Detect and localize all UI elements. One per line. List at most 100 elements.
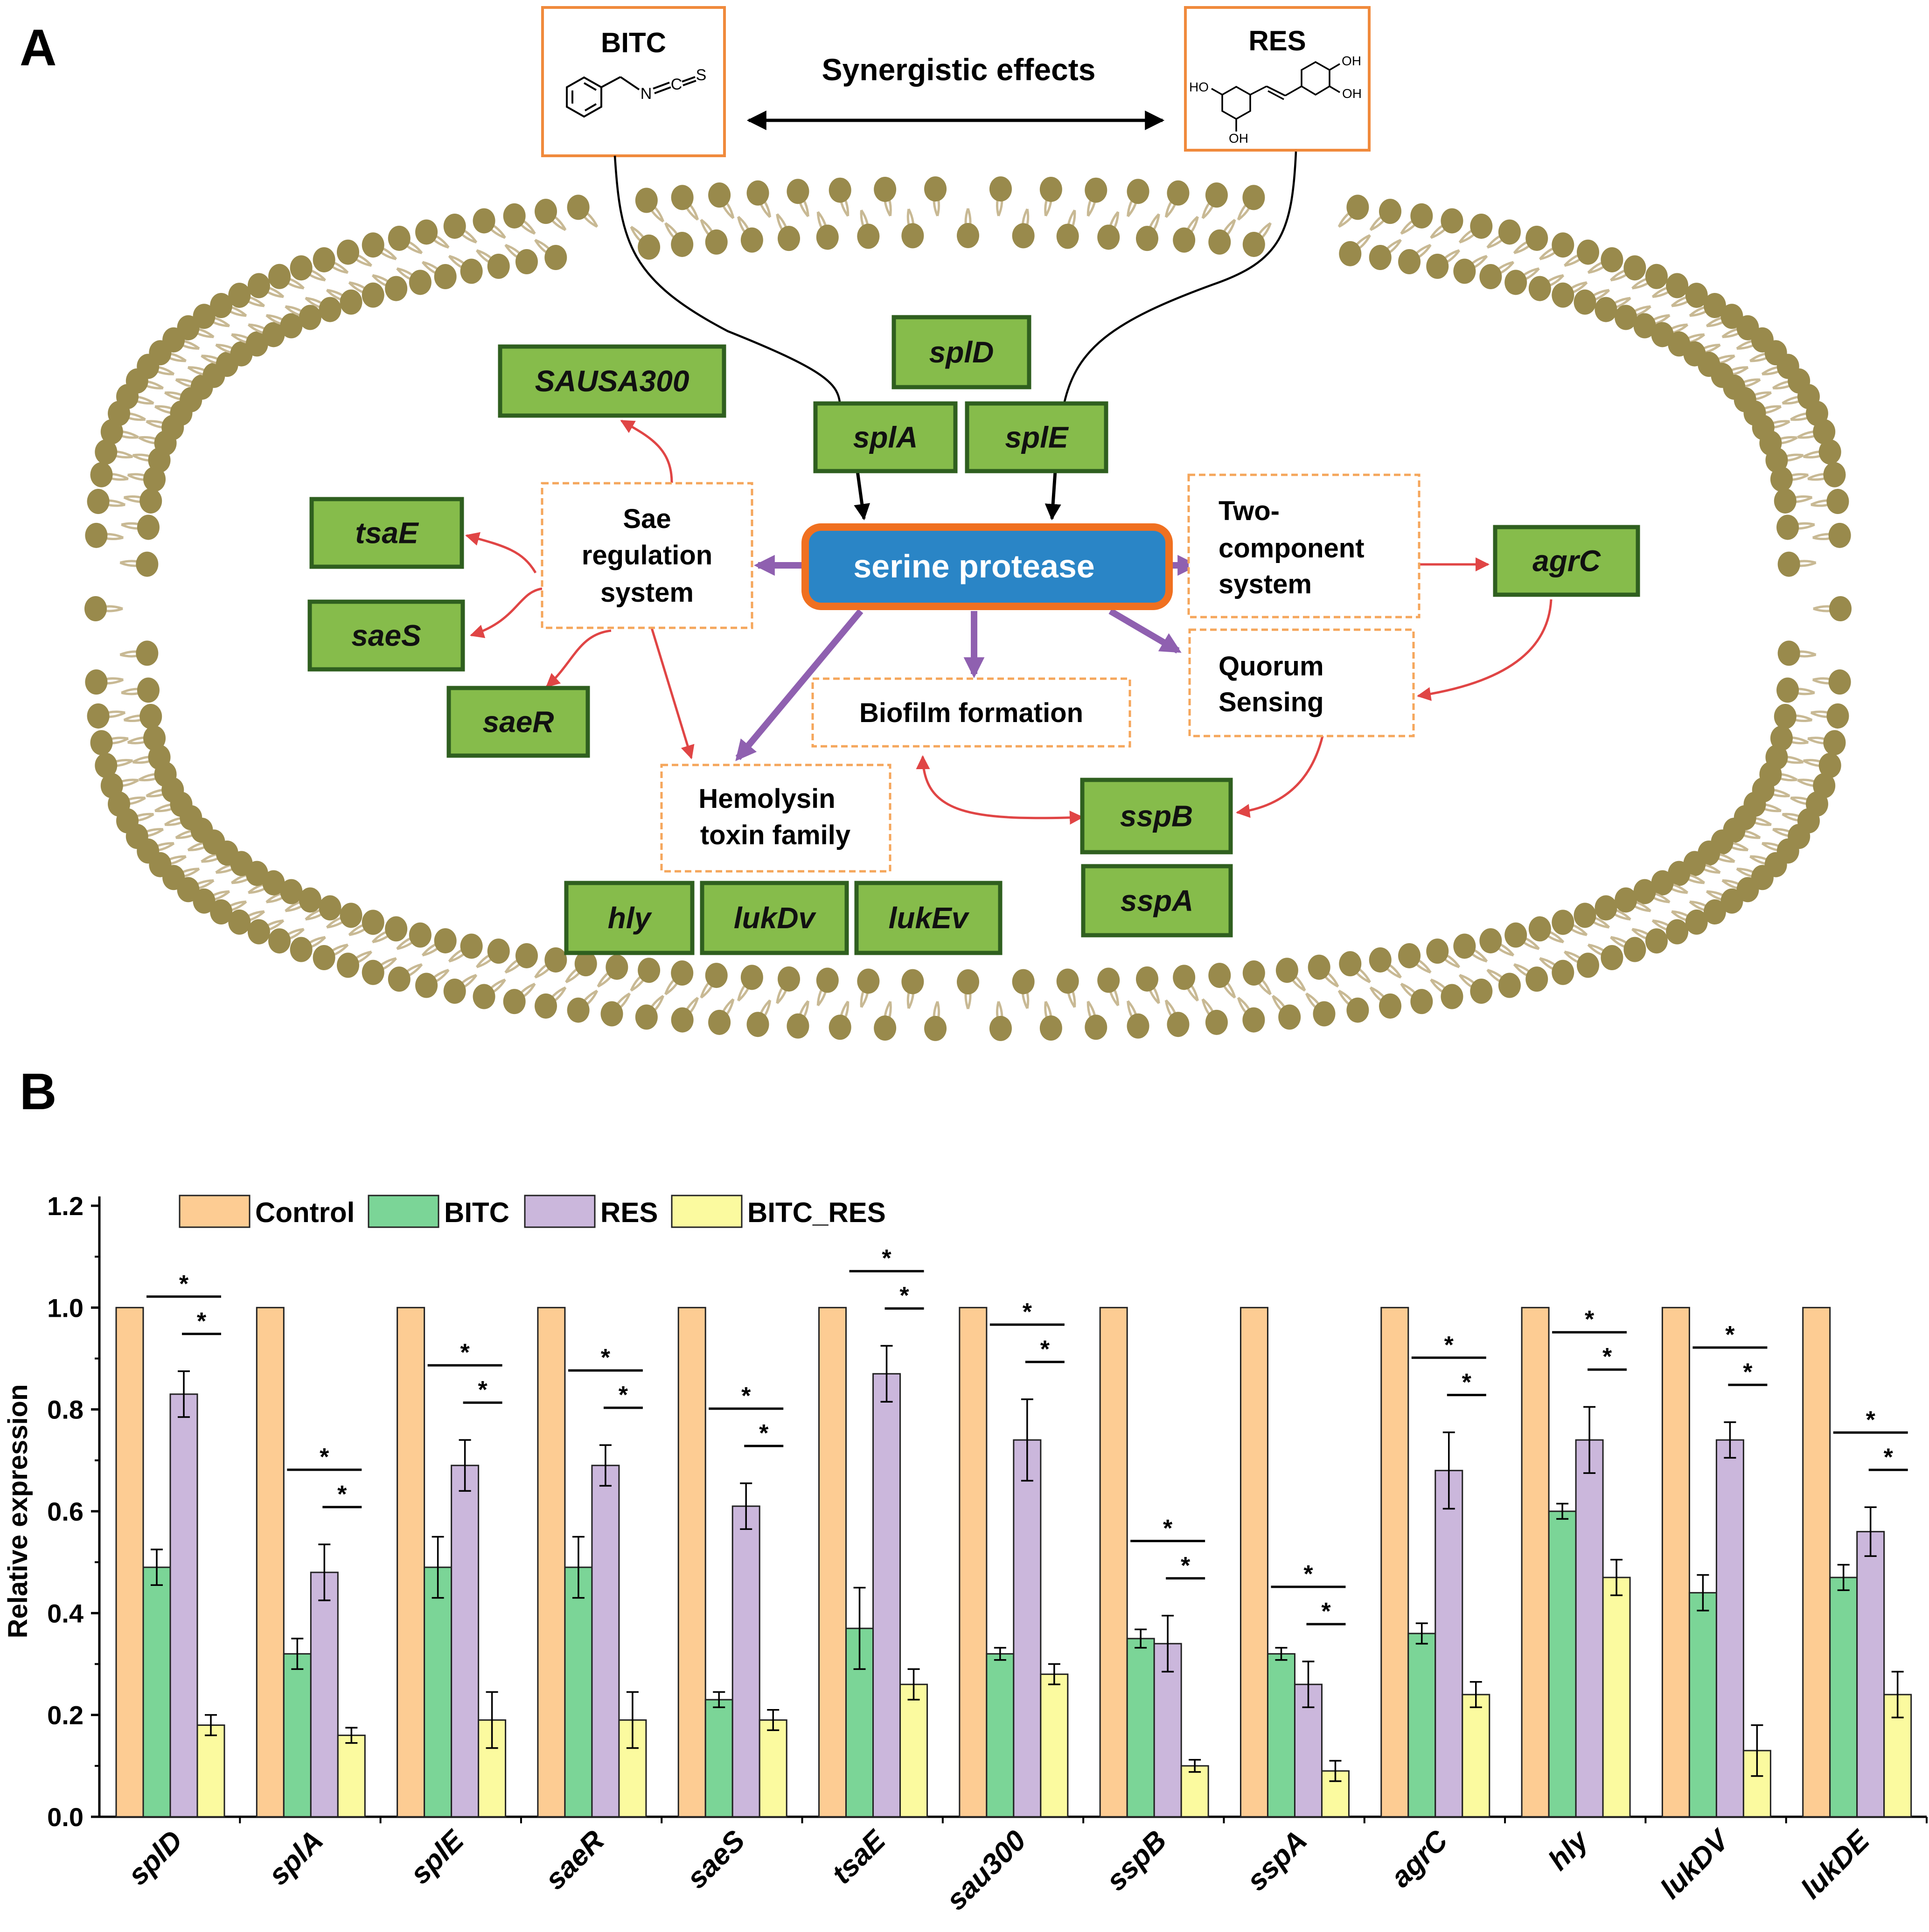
regulation-arrows bbox=[465, 419, 1553, 825]
lipid bbox=[123, 704, 162, 730]
lipid bbox=[1539, 232, 1574, 260]
bar-group-hly: ** bbox=[1521, 1306, 1631, 1818]
lipid bbox=[1337, 195, 1369, 228]
lipid bbox=[1056, 968, 1079, 1008]
bar-bitc-res bbox=[337, 1734, 366, 1818]
lipid bbox=[567, 989, 599, 1023]
significance-star: * bbox=[741, 1383, 751, 1410]
lipid bbox=[671, 185, 699, 221]
gene-box-sple: splE bbox=[965, 401, 1108, 473]
significance-star: * bbox=[1725, 1321, 1735, 1348]
y-tick-label: 0.4 bbox=[47, 1598, 84, 1628]
lipid bbox=[247, 870, 285, 896]
gene-box-tsae: tsaE bbox=[309, 497, 464, 569]
lipid bbox=[1237, 185, 1265, 221]
significance-star: * bbox=[1303, 1561, 1313, 1588]
x-tick-label: saeR bbox=[539, 1824, 611, 1896]
res-oh-bottom: OH bbox=[1229, 131, 1248, 146]
sae-box bbox=[541, 482, 753, 629]
lipid bbox=[829, 177, 851, 217]
lipid bbox=[396, 267, 432, 295]
lipid bbox=[1574, 903, 1610, 929]
bar-res bbox=[451, 1465, 480, 1818]
lipid bbox=[600, 992, 631, 1027]
lipid bbox=[1689, 293, 1726, 319]
gene-box-agrc: agrC bbox=[1493, 525, 1640, 597]
bar-bitc bbox=[424, 1566, 453, 1818]
lipid bbox=[210, 899, 247, 924]
lipid bbox=[1339, 234, 1371, 266]
lipid bbox=[1097, 211, 1120, 250]
lipid bbox=[857, 209, 880, 249]
lipid bbox=[857, 968, 880, 1008]
bar-res bbox=[310, 1571, 339, 1818]
lipid bbox=[1164, 999, 1190, 1037]
gene-label-tsae: tsaE bbox=[355, 516, 419, 550]
gene-label-lukev: lukEv bbox=[889, 901, 970, 935]
bar-control bbox=[677, 1307, 706, 1818]
lipid bbox=[1765, 744, 1804, 770]
bar-bitc bbox=[1548, 1510, 1577, 1818]
gene-label-sple: splE bbox=[1005, 421, 1069, 454]
lipid bbox=[1587, 247, 1623, 274]
lipid bbox=[708, 182, 735, 219]
bar-control bbox=[1661, 1307, 1690, 1818]
bar-res bbox=[591, 1465, 620, 1818]
significance-star: * bbox=[882, 1245, 891, 1272]
significance-star: * bbox=[1444, 1332, 1454, 1359]
lipid bbox=[597, 954, 628, 988]
significance-star: * bbox=[1866, 1406, 1876, 1433]
lipid bbox=[1085, 177, 1107, 217]
lipid bbox=[443, 973, 478, 1004]
bar-group-lukde: ** bbox=[1802, 1307, 1912, 1818]
lipid bbox=[1651, 919, 1689, 945]
lipid bbox=[1671, 283, 1708, 308]
lipid bbox=[1097, 967, 1120, 1007]
bar-bitc bbox=[1126, 1638, 1155, 1818]
lipid bbox=[1173, 215, 1199, 253]
bar-bitc-res bbox=[1742, 1750, 1771, 1818]
lipid bbox=[1721, 877, 1759, 903]
x-tick-label: splD bbox=[122, 1824, 189, 1891]
lipid bbox=[1706, 888, 1743, 914]
x-tick-label: sspA bbox=[1240, 1824, 1313, 1897]
lipid bbox=[989, 1001, 1012, 1041]
legend-swatch bbox=[524, 1195, 596, 1228]
gene-box-sspb: sspB bbox=[1080, 778, 1233, 855]
lipid bbox=[708, 998, 735, 1035]
lipid bbox=[1609, 936, 1646, 962]
y-tick-label: 0.0 bbox=[47, 1802, 84, 1832]
bar-control bbox=[1240, 1307, 1268, 1818]
lipid bbox=[90, 730, 129, 756]
lipid bbox=[1810, 489, 1849, 514]
lipid bbox=[475, 249, 510, 279]
lipid bbox=[989, 176, 1012, 216]
purple-arrow-hemolysin bbox=[735, 609, 864, 761]
lipid bbox=[1615, 887, 1651, 913]
lipid bbox=[1539, 957, 1574, 985]
y-tick-label: 1.2 bbox=[47, 1191, 84, 1221]
two-component-line-2: component bbox=[1219, 533, 1365, 563]
lipid bbox=[1671, 909, 1708, 935]
lipid bbox=[1797, 419, 1836, 445]
lipid bbox=[1308, 954, 1339, 988]
lipid bbox=[1453, 255, 1488, 284]
x-tick-label: splE bbox=[404, 1824, 471, 1890]
lipid bbox=[957, 969, 979, 1009]
bar-control bbox=[1521, 1307, 1550, 1818]
lipid bbox=[1552, 910, 1588, 936]
spla-to-protease-arrow bbox=[854, 471, 870, 521]
gene-box-spla: splA bbox=[813, 401, 958, 473]
lipid bbox=[475, 938, 510, 968]
lipid bbox=[119, 640, 159, 666]
y-tick-label: 0.8 bbox=[47, 1395, 84, 1425]
lipid bbox=[1135, 966, 1160, 1004]
lipid bbox=[121, 514, 160, 540]
significance-star: * bbox=[1181, 1552, 1191, 1579]
bar-res bbox=[731, 1505, 760, 1818]
lipid bbox=[1426, 938, 1461, 968]
bar-bitc-res bbox=[1462, 1694, 1490, 1818]
lipid bbox=[1552, 281, 1588, 308]
